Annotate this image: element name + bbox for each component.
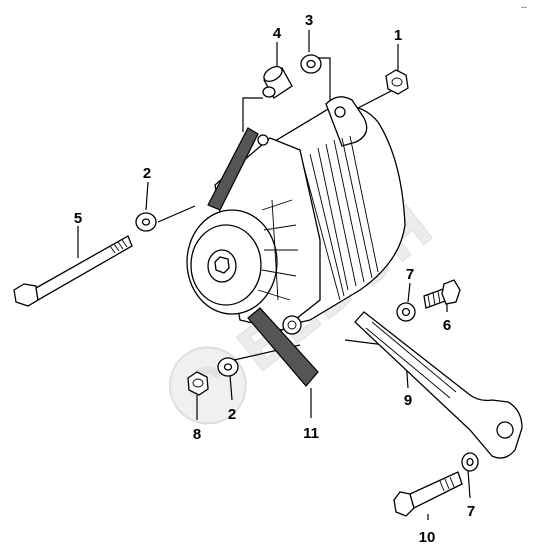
alternator [186,96,406,335]
callout-11: 11 [303,425,319,442]
washer-2b [217,357,239,377]
callout-7a: 7 [406,266,414,283]
nut-1 [385,69,409,95]
callout-10: 10 [419,529,436,546]
bolt-long [13,235,133,307]
callout-2a: 2 [143,165,151,182]
callout-4: 4 [273,25,282,42]
spacer-sleeve [262,66,293,99]
bolt-short [423,279,461,309]
adjusting-bracket [354,311,523,459]
nut-8 [187,371,209,396]
callout-8: 8 [193,426,201,443]
washer-2a [135,212,157,232]
washer-3 [300,54,322,74]
callout-2b: 2 [228,406,236,423]
callout-6: 6 [443,317,451,334]
callout-7b: 7 [467,503,475,520]
callout-1: 1 [394,27,402,44]
callout-labels: 1 2 2 3 4 5 6 7 7 8 9 10 11 [74,12,475,546]
callout-9: 9 [404,392,412,409]
washer-7b [461,452,479,472]
callout-5: 5 [74,210,82,227]
drive-belt [207,127,319,387]
corner-mark: -- [521,2,527,12]
washer-7a [396,302,416,322]
callout-3: 3 [305,12,313,29]
bolt-medium [393,471,463,517]
